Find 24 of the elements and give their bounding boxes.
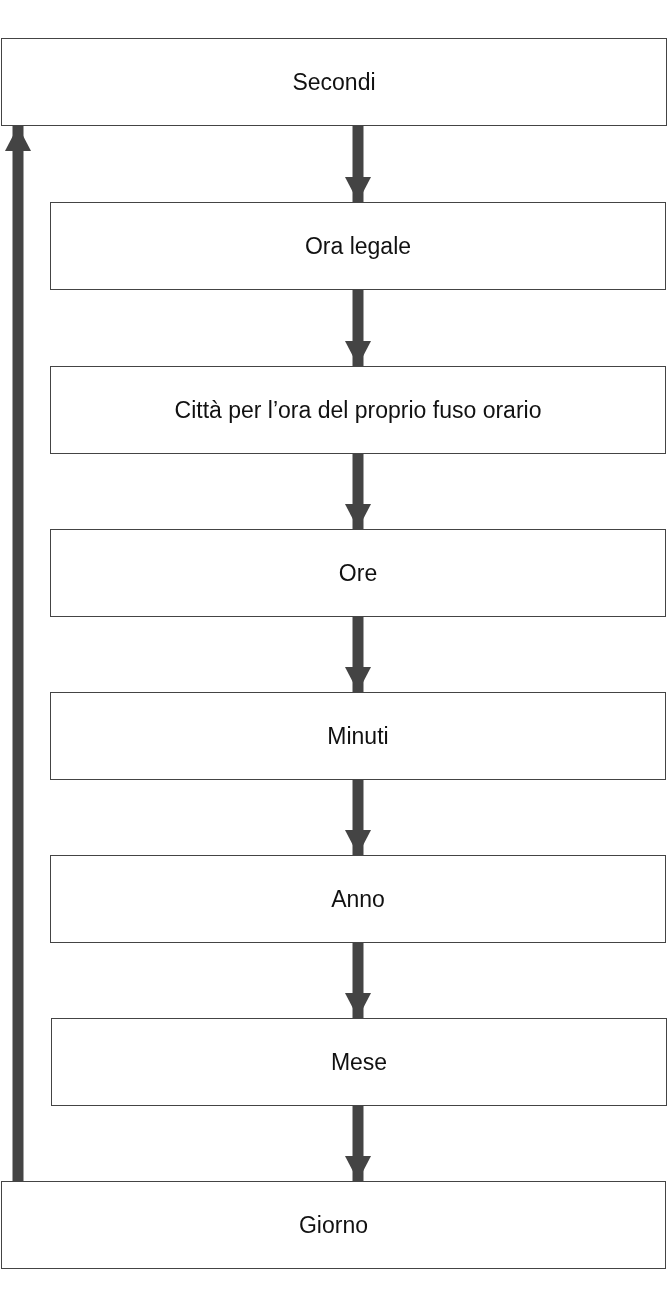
box-label: Ore <box>338 559 378 587</box>
process-box <box>1 1181 666 1269</box>
process-box <box>50 692 666 780</box>
arrow <box>345 290 371 366</box>
box-label: Anno <box>331 885 385 913</box>
arrow <box>345 943 371 1018</box>
arrow <box>345 126 371 202</box>
process-box <box>51 1018 667 1106</box>
box-label: Giorno <box>298 1211 368 1239</box>
box-label: Città per l’ora del proprio fuso orario <box>174 396 542 424</box>
process-box <box>1 38 667 126</box>
box-label: Secondi <box>292 68 376 96</box>
arrow <box>345 780 371 855</box>
arrow <box>345 1106 371 1181</box>
box-label: Mese <box>330 1048 388 1076</box>
box-label: Minuti <box>327 722 389 750</box>
box-label: Ora legale <box>304 232 412 260</box>
arrow <box>345 617 371 692</box>
process-box <box>50 855 666 943</box>
process-box <box>50 366 666 454</box>
arrow <box>5 126 31 1181</box>
arrow <box>345 454 371 529</box>
process-box <box>50 202 666 290</box>
process-box <box>50 529 666 617</box>
